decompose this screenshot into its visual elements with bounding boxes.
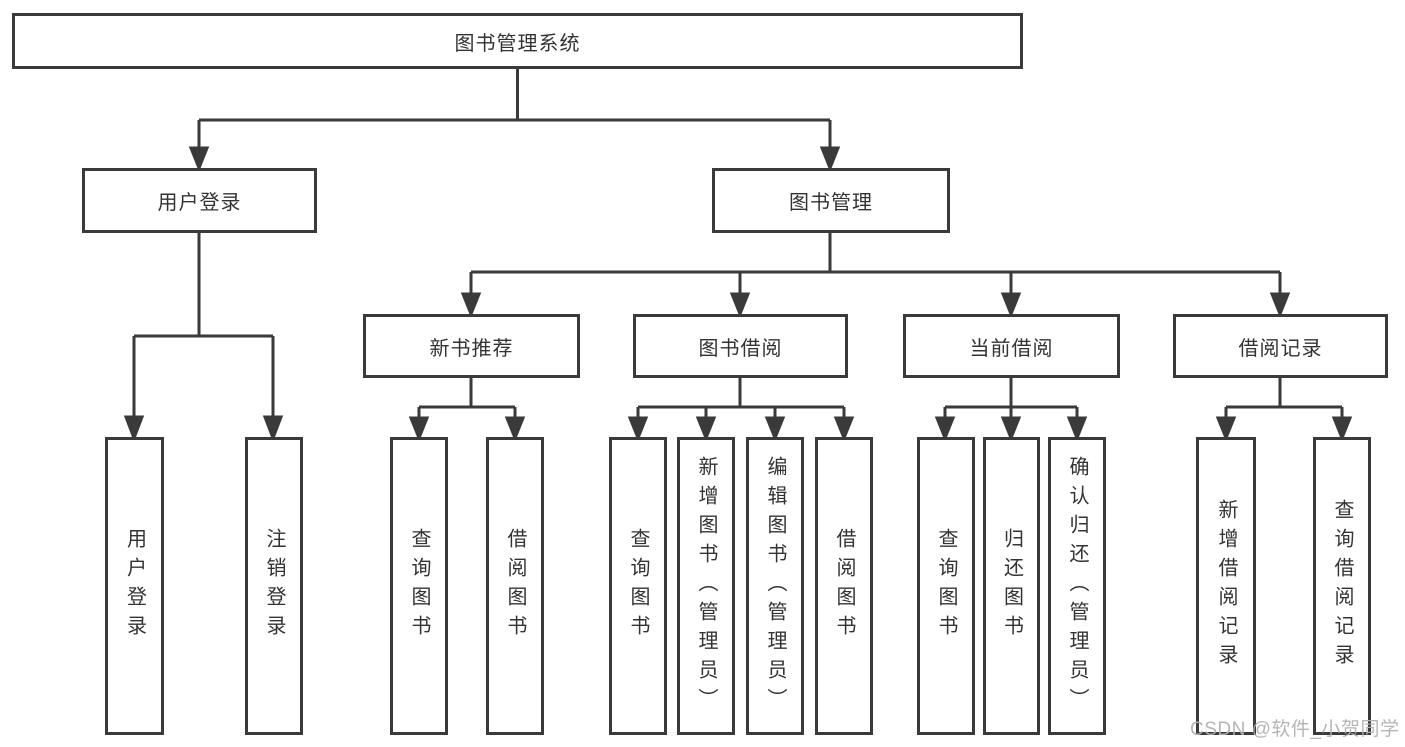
node-label: 图书管理系统 [454, 32, 581, 55]
node-label: 图书借阅 [698, 337, 783, 360]
node-label: 编辑图书（管理员） [764, 455, 786, 717]
node-label: 借阅图书 [833, 528, 855, 644]
node-label: 借阅图书 [504, 528, 526, 644]
leaf-user-login: 用户登录 [105, 437, 164, 735]
node-label: 新增图书（管理员） [695, 455, 717, 717]
node-user-login: 用户登录 [82, 168, 317, 233]
node-label: 用户登录 [123, 528, 146, 644]
node-label: 注销登录 [263, 528, 285, 644]
edge-book-borrowing-to-leaves [627, 378, 855, 443]
node-current-borrowing: 当前借阅 [903, 314, 1120, 378]
edge-user-login-to-leaves [123, 233, 284, 443]
node-label: 图书管理 [789, 192, 873, 214]
leaf-query-books-2: 查询图书 [609, 437, 667, 735]
node-label: 归还图书 [1000, 528, 1023, 644]
node-label: 新书推荐 [429, 337, 514, 360]
edge-current-borrowing-to-leaves [934, 378, 1088, 443]
node-label: 新增借阅记录 [1215, 499, 1237, 673]
node-new-book-recommendation: 新书推荐 [363, 314, 580, 378]
edge-new-books-to-leaves [408, 378, 526, 443]
node-borrowing-records: 借阅记录 [1173, 314, 1388, 378]
node-library-management-system: 图书管理系统 [12, 13, 1023, 69]
leaf-confirm-return-admin: 确认归还（管理员） [1048, 437, 1106, 735]
node-book-borrowing: 图书借阅 [633, 314, 848, 378]
node-label: 查询图书 [935, 528, 957, 644]
leaf-query-books-3: 查询图书 [917, 437, 975, 735]
leaf-borrow-books-2: 借阅图书 [815, 437, 873, 735]
edge-root-to-level2 [188, 69, 841, 173]
node-label: 查询图书 [627, 528, 649, 644]
leaf-edit-books-admin: 编辑图书（管理员） [746, 437, 804, 735]
node-label: 当前借阅 [969, 337, 1054, 360]
edge-borrowing-records-to-leaves [1215, 378, 1353, 443]
csdn-watermark: CSDN @软件_小贺同学 [1190, 719, 1400, 740]
leaf-return-books: 归还图书 [983, 437, 1040, 735]
node-label: 查询图书 [408, 528, 430, 644]
node-label: 用户登录 [157, 192, 242, 214]
node-book-management: 图书管理 [712, 168, 950, 233]
leaf-add-books-admin: 新增图书（管理员） [677, 437, 735, 735]
leaf-borrow-books-1: 借阅图书 [486, 437, 544, 735]
leaf-query-borrowing-records: 查询借阅记录 [1313, 437, 1371, 735]
leaf-logout: 注销登录 [245, 437, 303, 735]
leaf-query-books-1: 查询图书 [390, 437, 448, 735]
node-label: 借阅记录 [1238, 337, 1323, 360]
node-label: 查询借阅记录 [1331, 499, 1353, 673]
node-label: 确认归还（管理员） [1066, 455, 1088, 717]
leaf-add-borrowing-record: 新增借阅记录 [1196, 437, 1256, 735]
edge-book-mgmt-to-level3 [460, 233, 1291, 319]
